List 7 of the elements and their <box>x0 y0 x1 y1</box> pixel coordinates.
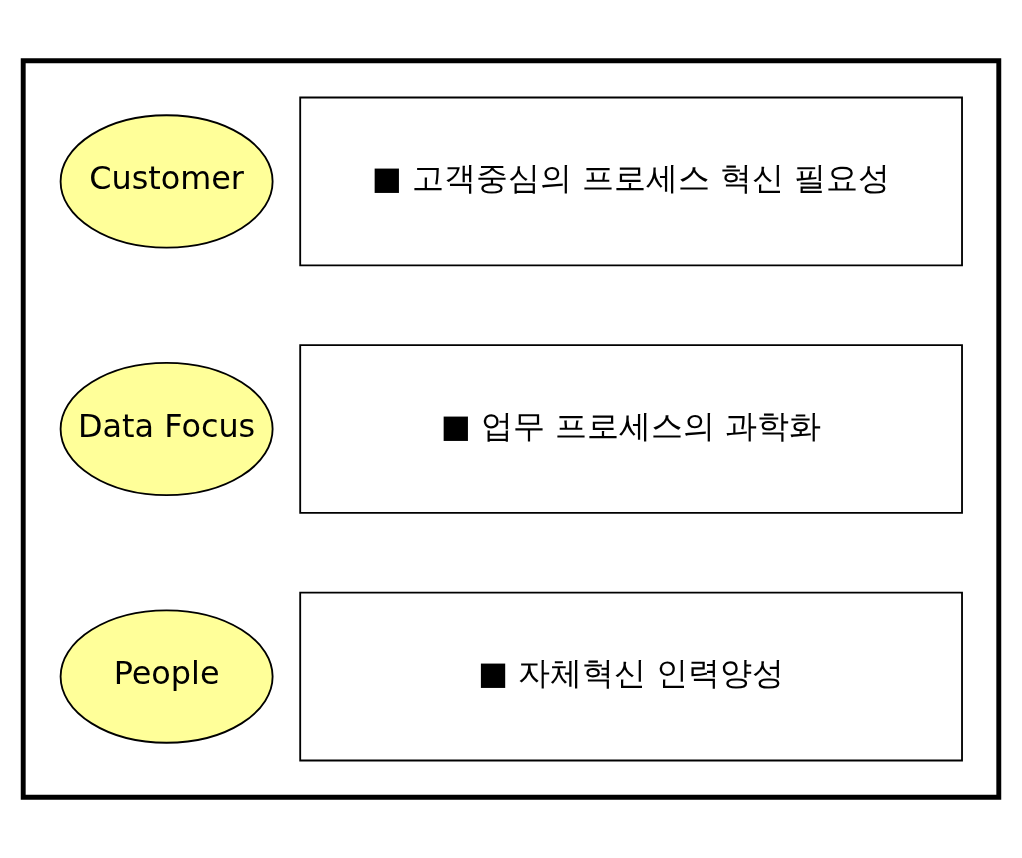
node-box: ■ 업무 프로세스의 과학화 <box>299 344 963 514</box>
node-box: ■ 자체혁신 인력양성 <box>299 591 963 762</box>
node-ellipse: Customer <box>59 114 274 249</box>
node-box: ■ 고객중심의 프로세스 혁신 필요성 <box>299 96 963 267</box>
node-ellipse: People <box>59 609 274 744</box>
node-ellipse: Data Focus <box>59 361 274 497</box>
cluster <box>20 58 1002 800</box>
